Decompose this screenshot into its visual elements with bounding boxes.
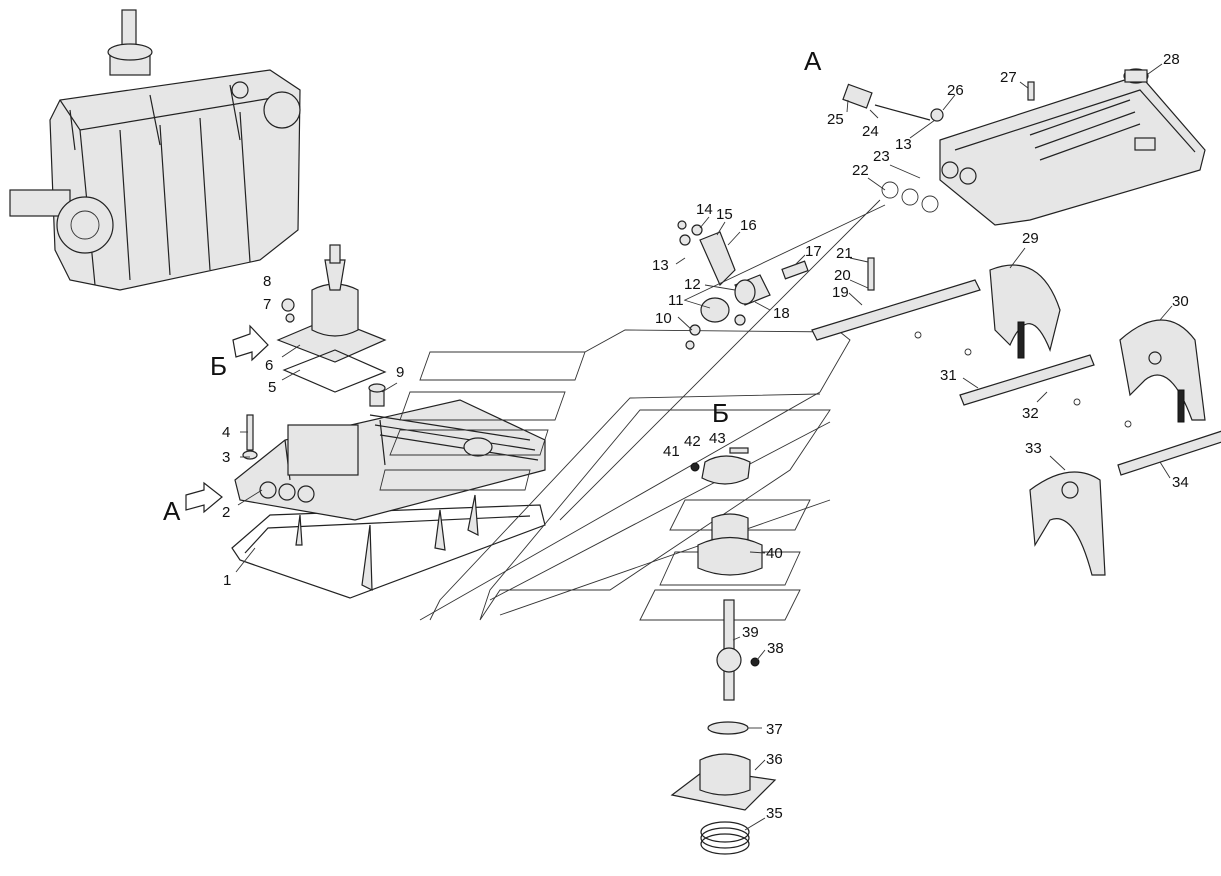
shift-rails-and-forks-drawing <box>811 257 1221 576</box>
part-label-22: 22 <box>852 162 869 179</box>
view-marker-labels: А А Б Б <box>163 46 822 526</box>
part-label-23: 23 <box>873 148 890 165</box>
view-label-a-top: А <box>804 46 822 76</box>
part-label-15: 15 <box>716 206 733 223</box>
top-cover-drawing <box>842 68 1206 226</box>
part-label-32: 32 <box>1022 405 1039 422</box>
part-label-12: 12 <box>684 276 701 293</box>
part-label-18: 18 <box>773 305 790 322</box>
part-label-33: 33 <box>1025 440 1042 457</box>
view-label-a-left: А <box>163 496 181 526</box>
part-label-31: 31 <box>940 367 957 384</box>
part-label-20: 20 <box>834 267 851 284</box>
part-label-7: 7 <box>263 296 271 313</box>
selector-finger-drawing <box>677 220 809 350</box>
part-label-5: 5 <box>268 379 276 396</box>
part-label-1: 1 <box>223 572 231 589</box>
part-label-10: 10 <box>655 310 672 327</box>
part-label-35: 35 <box>766 805 783 822</box>
part-label-13b: 13 <box>895 136 912 153</box>
part-label-26: 26 <box>947 82 964 99</box>
gearbox-overview-drawing <box>9 9 301 291</box>
part-label-21: 21 <box>836 245 853 262</box>
part-label-17: 17 <box>805 243 822 260</box>
part-label-36: 36 <box>766 751 783 768</box>
part-label-25: 25 <box>827 111 844 128</box>
leader-lines <box>235 63 1173 831</box>
stepped-guide-lines <box>379 329 851 621</box>
part-label-13a: 13 <box>652 257 669 274</box>
part-label-43: 43 <box>709 430 726 447</box>
lever-assembly-drawing <box>670 447 777 855</box>
part-label-16: 16 <box>740 217 757 234</box>
shift-cover-drawing <box>231 244 546 599</box>
part-label-41: 41 <box>663 443 680 460</box>
part-label-30: 30 <box>1172 293 1189 310</box>
part-label-19: 19 <box>832 284 849 301</box>
view-label-b-center: Б <box>712 398 729 428</box>
part-label-34: 34 <box>1172 474 1189 491</box>
part-label-39: 39 <box>742 624 759 641</box>
part-label-40: 40 <box>766 545 783 562</box>
part-label-6: 6 <box>265 357 273 374</box>
part-label-42: 42 <box>684 433 701 450</box>
part-label-37: 37 <box>766 721 783 738</box>
part-label-9: 9 <box>396 364 404 381</box>
view-arrows <box>185 324 269 514</box>
part-label-2: 2 <box>222 504 230 521</box>
part-label-29: 29 <box>1022 230 1039 247</box>
part-number-labels: 1 2 3 4 5 6 7 8 9 10 11 12 13 13 14 15 1… <box>222 51 1189 822</box>
part-label-27: 27 <box>1000 69 1017 86</box>
part-label-38: 38 <box>767 640 784 657</box>
part-label-3: 3 <box>222 449 230 466</box>
part-label-8: 8 <box>263 273 271 290</box>
part-label-28: 28 <box>1163 51 1180 68</box>
part-label-11: 11 <box>668 292 684 309</box>
view-label-b-left: Б <box>210 351 227 381</box>
part-label-24: 24 <box>862 123 879 140</box>
part-label-14: 14 <box>696 201 713 218</box>
part-label-4: 4 <box>222 424 230 441</box>
